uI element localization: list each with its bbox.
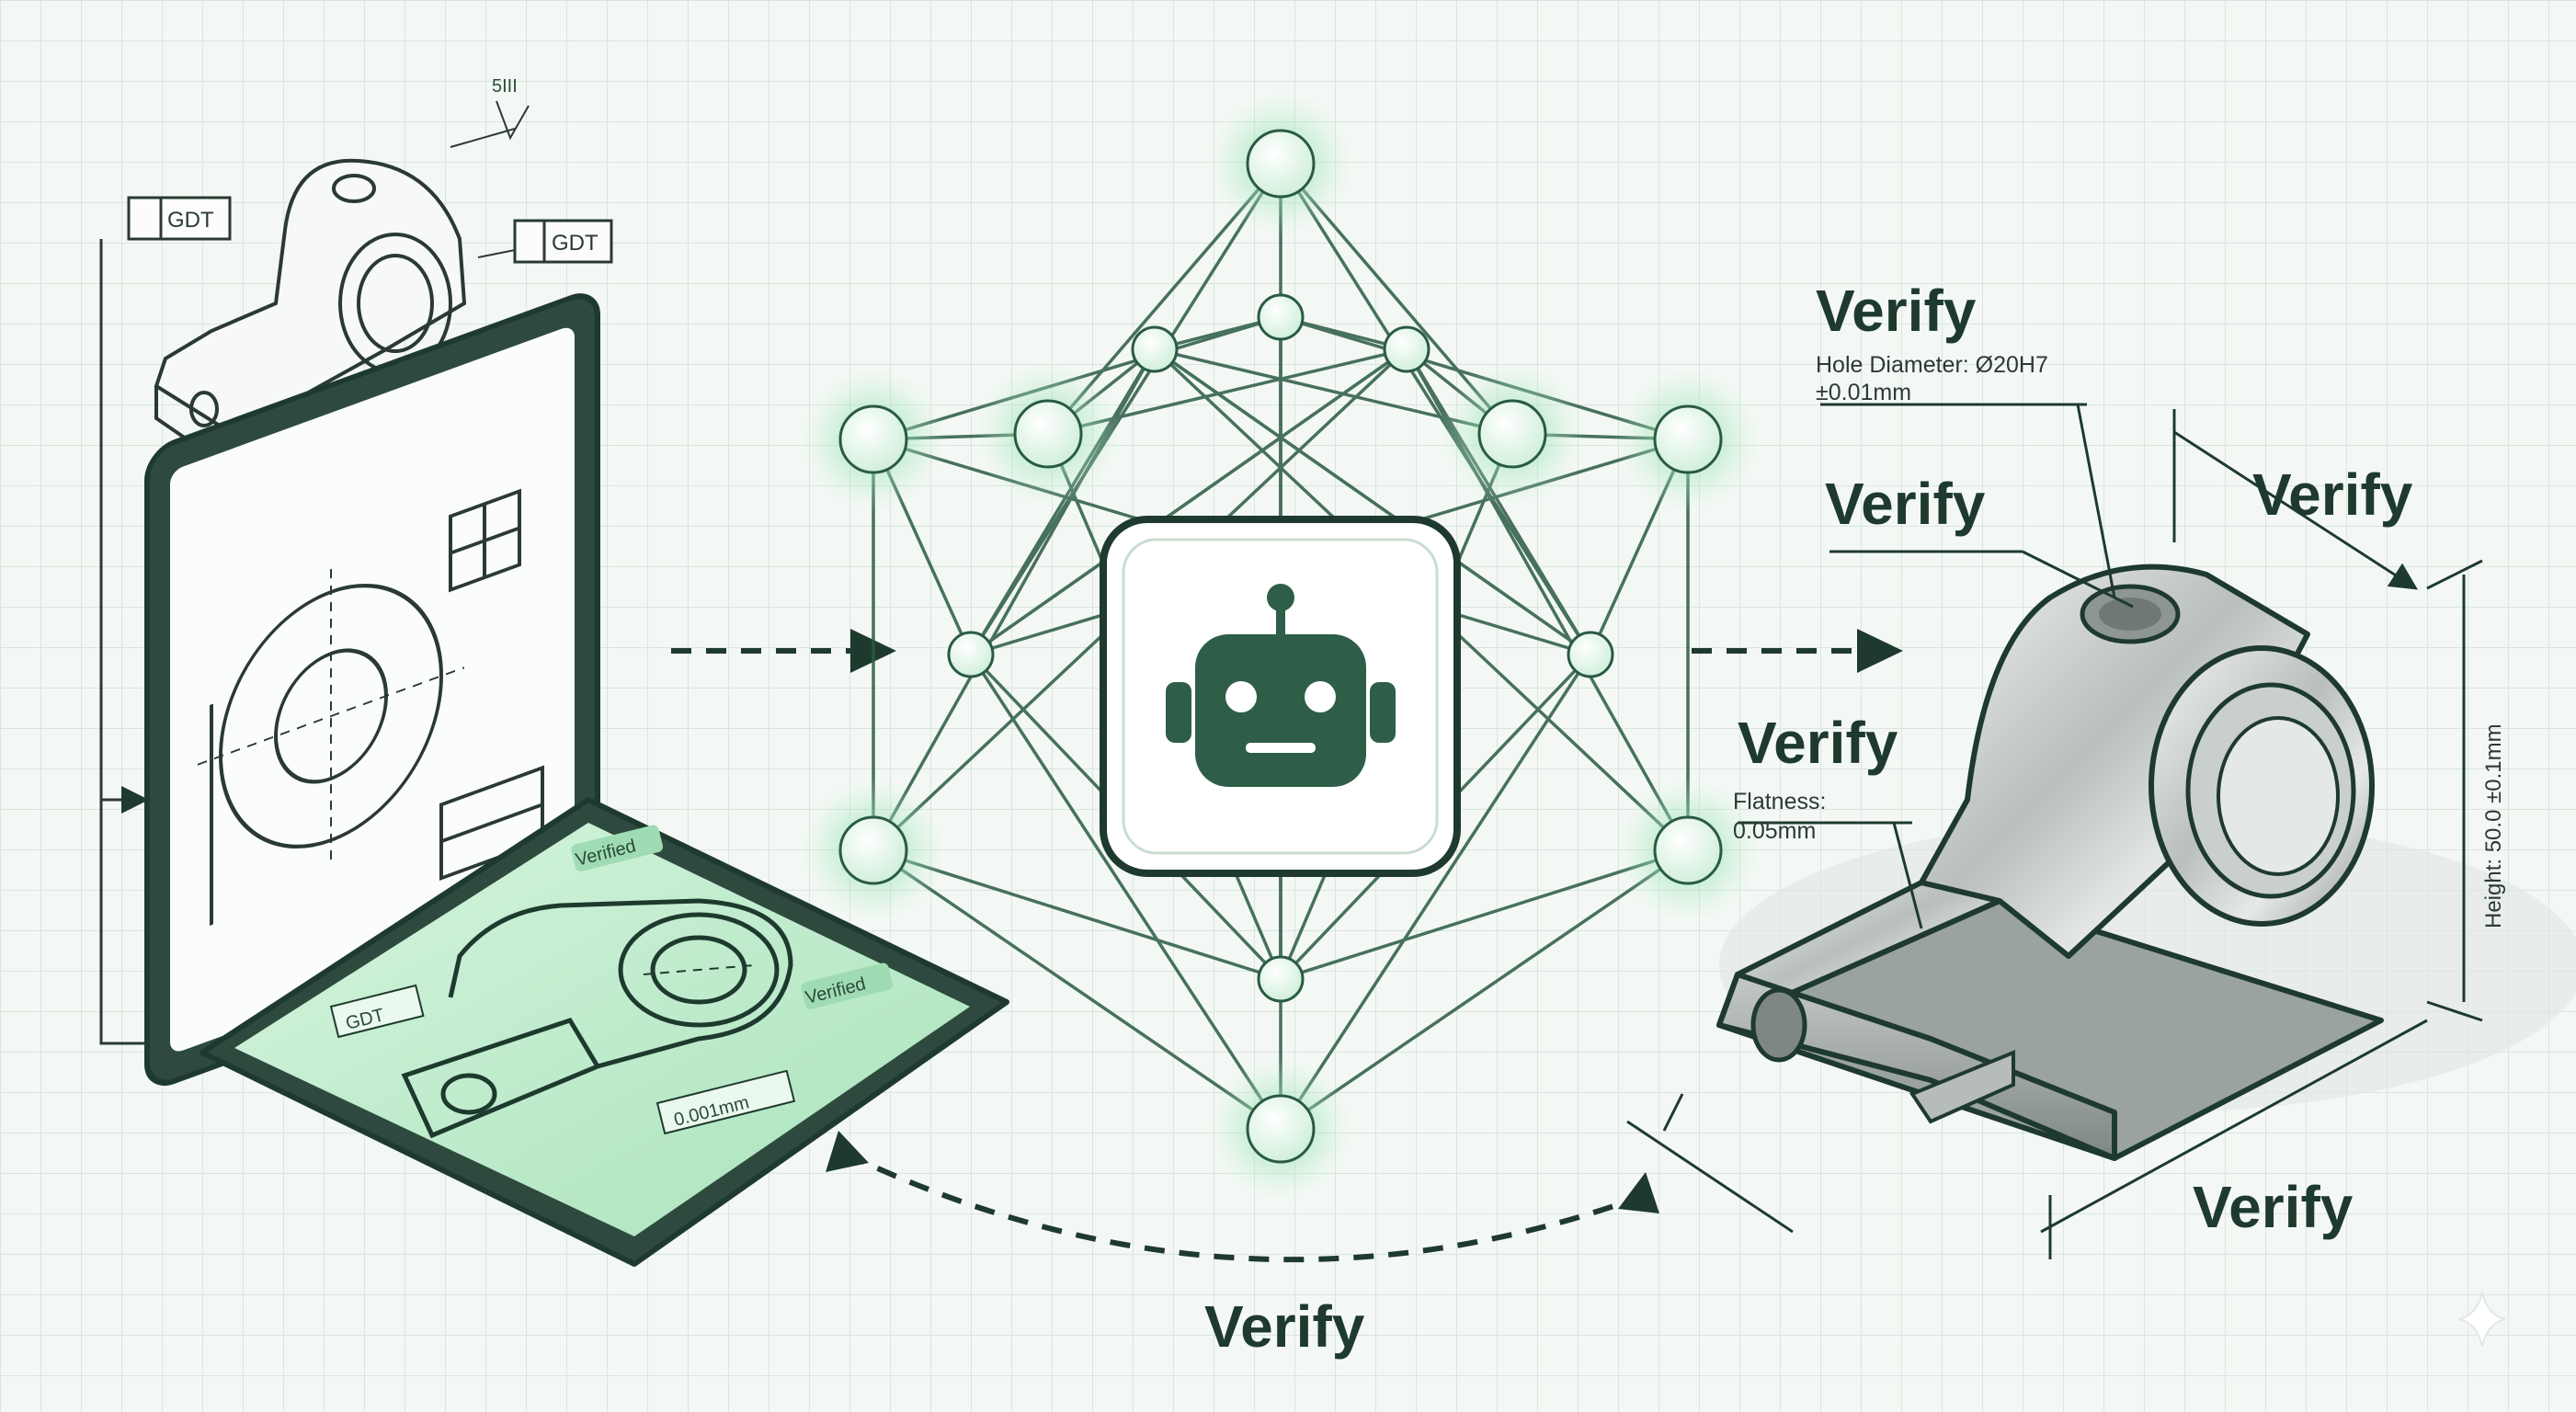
arrow-head-back-left xyxy=(826,1131,869,1172)
height-dimension-label: Height: 50.0 ±0.1mm xyxy=(2481,723,2506,928)
network-edge xyxy=(969,163,1282,655)
network-node xyxy=(1246,129,1316,199)
network-node xyxy=(838,404,908,474)
gdt-tag-left: GDT xyxy=(167,208,214,233)
verify-label-mid-right: Verify xyxy=(1825,471,1986,537)
sparkle-icon xyxy=(2458,1291,2506,1348)
hole-diameter-line2: ±0.01mm xyxy=(1816,380,1911,405)
network-node xyxy=(1653,815,1723,885)
verify-label-top-right: Verify xyxy=(1816,278,1977,344)
network-node xyxy=(838,815,908,885)
arrow-head-back-right xyxy=(1618,1172,1659,1213)
network-node xyxy=(1383,325,1430,373)
hole-diameter-line1: Hole Diameter: Ø20H7 xyxy=(1816,352,2048,378)
network-edge xyxy=(1279,163,1592,655)
network-edge xyxy=(1153,347,1592,656)
sketch-part-drawing xyxy=(127,100,613,473)
robot-icon xyxy=(1166,584,1396,787)
verify-label-bottom-center: Verify xyxy=(1204,1293,1365,1360)
tablet-icon xyxy=(199,797,1009,1267)
network-edge xyxy=(969,654,1282,1130)
verify-label-far-right: Verify xyxy=(2252,461,2413,528)
network-node xyxy=(1567,631,1614,678)
dimension-lines xyxy=(1626,403,2483,1259)
network-edge xyxy=(969,347,1408,656)
flatness-line1: Flatness: xyxy=(1733,789,1826,814)
flow-arrows xyxy=(671,648,1871,1263)
surface-finish-note: 5III xyxy=(492,76,518,97)
network-node xyxy=(1257,955,1305,1003)
verify-label-flatness: Verify xyxy=(1738,710,1898,776)
verify-label-bottom-right: Verify xyxy=(2193,1174,2354,1240)
flatness-line2: 0.05mm xyxy=(1733,818,1816,844)
network-node xyxy=(1477,399,1547,469)
gdt-tag-right: GDT xyxy=(552,231,598,256)
network-edge xyxy=(872,848,1282,1131)
network-edge xyxy=(1280,848,1689,1131)
machined-part-icon xyxy=(1716,564,2576,1161)
network-node xyxy=(1653,404,1723,474)
network-node xyxy=(1257,293,1305,341)
network-node xyxy=(1246,1094,1316,1164)
network-edge xyxy=(1279,654,1592,1130)
network-node xyxy=(1013,399,1083,469)
arrow-head-out xyxy=(1857,629,1903,673)
neural-network-icon xyxy=(800,90,1761,1202)
network-node xyxy=(947,631,995,678)
network-node xyxy=(1131,325,1179,373)
